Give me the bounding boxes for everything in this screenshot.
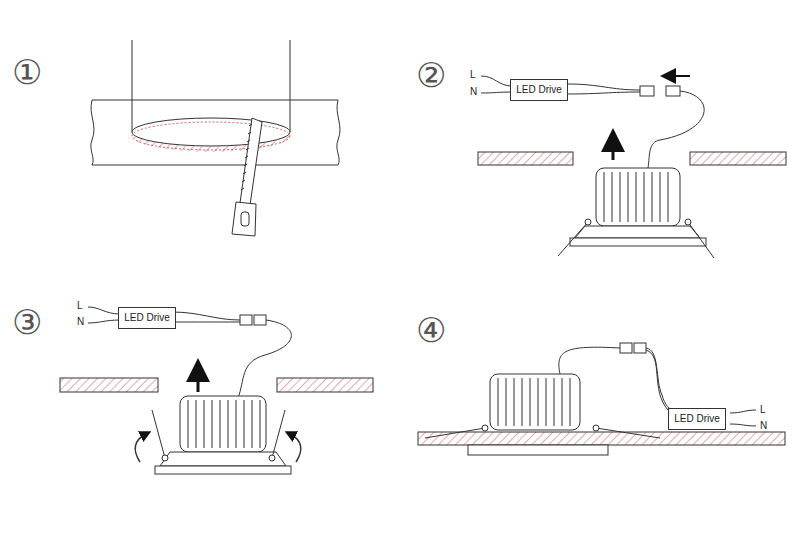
driver-label: LED Drive [516, 85, 562, 95]
driver-label: LED Drive [674, 414, 720, 424]
step-number: ③ [12, 305, 42, 339]
wire-label: L [77, 301, 83, 311]
step-number: ② [416, 58, 446, 92]
step-number: ① [12, 55, 42, 89]
driver-label: LED Drive [124, 313, 170, 323]
wire-label: N [470, 87, 477, 97]
driver-box: LED Drive [118, 307, 176, 329]
wire-label: L [470, 70, 476, 80]
wire-label: N [760, 421, 767, 431]
wire-label: L [760, 405, 766, 415]
step-number: ④ [416, 313, 446, 347]
wire-label: N [77, 317, 84, 327]
driver-box: LED Drive [510, 79, 568, 101]
driver-box: LED Drive [668, 408, 726, 430]
